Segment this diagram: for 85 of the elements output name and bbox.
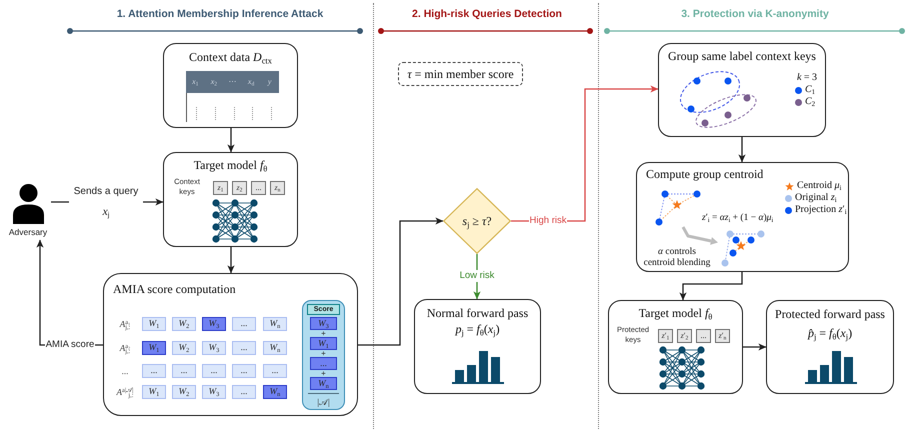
box-title: Compute group centroid	[646, 167, 764, 182]
model-box	[163, 152, 298, 247]
weight-cell: W$_{1}$	[142, 341, 166, 355]
box-title: Target model f$_{θ}$	[638, 306, 712, 321]
box-title: Normal forward pass	[426, 306, 528, 321]
edge-label: Low risk	[458, 270, 496, 282]
weight-cell: W$_{n}$	[263, 341, 287, 355]
column-header: x$_{2}$	[210, 77, 218, 87]
weight-cell: ...	[232, 317, 256, 331]
process-box	[658, 43, 826, 137]
weight-cell: W$_{3}$	[310, 317, 337, 330]
weight-cell: W$_{1}$	[142, 317, 166, 331]
key-token: z′$_{1}$	[658, 329, 673, 343]
weight-cell: W$_{n}$	[263, 385, 287, 399]
key-token: ...	[696, 329, 711, 343]
weight-cell: W$_{n}$	[310, 377, 337, 390]
formula-text: p$_{j}$ = f$_{θ}$(x$_{j}$)	[455, 322, 500, 337]
weight-cell: W$_{3}$	[202, 385, 226, 399]
box-title: Protected forward pass	[775, 307, 885, 322]
weight-cell: W$_{2}$	[172, 317, 196, 331]
legend-heading: k = 3	[796, 72, 818, 84]
weight-cell: W$_{1}$	[310, 337, 337, 350]
legend-label: Centroid μ$_{i}$	[797, 180, 842, 192]
formula-text: z′$_{i}$ = αz$_{i}$ + (1 − α)μ$_{i}$	[702, 212, 774, 224]
denominator-text: |𝒜|	[317, 396, 330, 408]
key-token: ...	[251, 181, 266, 195]
arrow	[358, 217, 444, 346]
weight-cell: W$_{2}$	[172, 341, 196, 355]
arrow	[227, 247, 235, 274]
output-box	[766, 300, 894, 394]
edge-label: High risk	[528, 215, 568, 227]
plus-sign: +	[321, 370, 326, 377]
box-title: AMIA score computation	[113, 282, 236, 297]
weight-cell: W$_{3}$	[202, 317, 226, 331]
formula-text: p̂$_{j}$ = f$_{θ}$(x$_{j}$)	[808, 326, 852, 341]
weight-cell: ...	[172, 364, 196, 378]
box-title: Context data D$_{ctx}$	[189, 50, 272, 65]
column-header: ⋯	[228, 77, 236, 87]
column-header: x$_{1}$	[192, 77, 198, 87]
row-label: ...	[122, 365, 128, 377]
key-token: z′$_{n}$	[715, 329, 730, 343]
weight-cell: W$_{2}$	[172, 385, 196, 399]
decision-diamond	[443, 188, 511, 254]
legend-label: C$_{2}$	[805, 96, 816, 108]
plus-sign: +	[321, 330, 326, 337]
arrow	[738, 137, 746, 162]
note-text: α controls centroid blending	[643, 247, 711, 269]
legend-label: Original z$_{i}$	[795, 192, 837, 204]
data-box	[163, 43, 298, 128]
weight-cell: W$_{n}$	[263, 317, 287, 331]
section-heading: 2. High-risk Queries Detection	[412, 8, 562, 20]
box-title: Group same label context keys	[668, 49, 816, 64]
note-text: τ = min member score	[407, 66, 514, 82]
arrow	[743, 343, 766, 351]
weight-cell: ...	[232, 385, 256, 399]
key-token: z$_{2}$	[232, 181, 247, 195]
legend-label: Projection z′$_{i}$	[795, 204, 847, 216]
weight-cell: W$_{1}$	[142, 385, 166, 399]
column-header: x$_{d}$	[248, 77, 254, 87]
person-label: Adversary	[8, 226, 48, 238]
score-panel	[302, 300, 345, 410]
weight-cell: W$_{3}$	[202, 341, 226, 355]
weight-cell: ...	[232, 364, 256, 378]
plus-sign: +	[321, 350, 326, 357]
model-box	[608, 300, 743, 394]
section-heading: 3. Protection via K-anonymity	[681, 8, 829, 20]
weight-cell: ...	[263, 364, 287, 378]
weight-cell: ...	[202, 364, 226, 378]
section-heading: 1. Attention Membership Inference Attack	[116, 8, 324, 20]
condition-text: s$_{j}$ ≥ τ?	[462, 214, 492, 228]
output-box	[414, 299, 541, 394]
process-box	[103, 273, 358, 416]
key-token: z$_{n}$	[270, 181, 285, 195]
weight-cell: ...	[142, 364, 166, 378]
arrow	[679, 272, 743, 300]
key-token: z$_{1}$	[213, 181, 228, 195]
threshold-note	[398, 62, 523, 86]
weight-cell: ...	[232, 341, 256, 355]
legend-label: C$_{1}$	[805, 84, 816, 96]
key-token: z′$_{2}$	[677, 329, 692, 343]
arrow	[227, 128, 235, 152]
process-box	[636, 162, 849, 272]
weight-cell: ...	[310, 357, 337, 370]
box-title: Target model f$_{θ}$	[194, 158, 268, 173]
column-header: y	[268, 77, 272, 87]
